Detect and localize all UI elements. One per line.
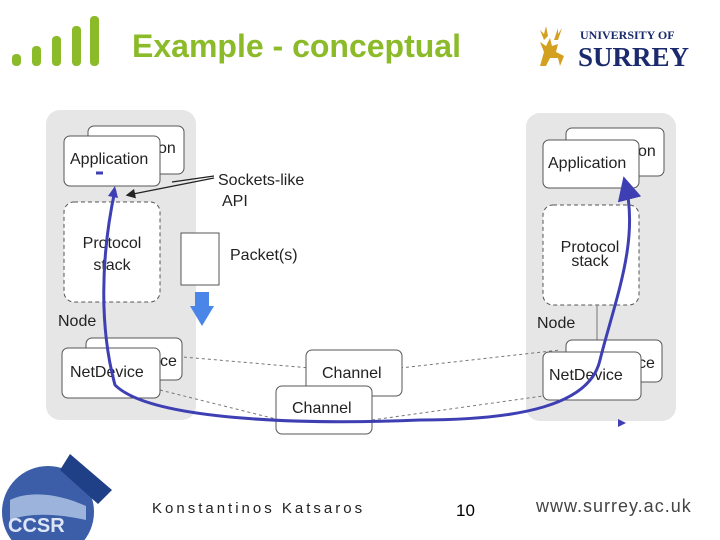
left-app-front-label: Application — [70, 151, 148, 168]
stag-icon — [540, 26, 564, 66]
ccsr-logo: CCSR — [2, 454, 112, 540]
right-app-front-box — [542, 139, 640, 189]
right-protocol-line2: stack — [571, 253, 609, 270]
right-app-back-label: on — [638, 143, 656, 160]
left-app-front-box — [63, 135, 161, 187]
signal-bars-logo — [12, 16, 99, 66]
slide-title: Example - conceptual — [132, 28, 461, 64]
right-netdevice-back-label: ce — [638, 355, 655, 372]
right-protocol-stack-box — [542, 204, 640, 306]
left-up-arrowhead-icon — [108, 186, 118, 198]
channel-connectors — [159, 349, 561, 421]
left-netdevice-front-label: NetDevice — [70, 364, 144, 381]
author-name: Konstantinos Katsaros — [152, 500, 366, 517]
right-protocol-line1: Protocol — [561, 239, 620, 256]
sockets-label-line1: Sockets-like — [218, 172, 304, 189]
logo-text-line1: UNIVERSITY OF — [580, 28, 675, 42]
channel-front-label: Channel — [292, 400, 352, 417]
left-protocol-line2: stack — [93, 257, 131, 274]
channel-back-label: Channel — [322, 365, 382, 382]
university-of-surrey-logo: UNIVERSITY OF SURREY — [540, 26, 689, 72]
packet-icon — [180, 232, 220, 286]
ccsr-abbr: CCSR — [8, 515, 65, 537]
network-diagram: on Application Protocol stack Node ce Ne… — [46, 110, 676, 435]
bottom-right-arrowhead-icon — [618, 419, 626, 427]
logo-text-line2: SURREY — [578, 42, 689, 72]
right-netdevice-front-label: NetDevice — [549, 367, 623, 384]
sockets-pointer-line-1 — [171, 175, 215, 183]
down-arrow-icon — [190, 292, 214, 326]
left-netdevice-back-label: ce — [160, 353, 177, 370]
left-app-back-label: on — [158, 140, 176, 157]
left-protocol-line1: Protocol — [83, 235, 142, 252]
page-number: 10 — [456, 501, 475, 520]
right-app-front-label: Application — [548, 155, 626, 172]
data-flow-path — [102, 176, 642, 424]
packet-label: Packet(s) — [230, 247, 298, 264]
sockets-label-line2: API — [222, 193, 248, 210]
left-protocol-stack-box — [63, 201, 161, 303]
website-url: www.surrey.ac.uk — [536, 496, 692, 516]
sockets-pointer-arrow — [125, 177, 215, 199]
left-node-label: Node — [58, 313, 96, 330]
right-node-label: Node — [537, 315, 575, 332]
